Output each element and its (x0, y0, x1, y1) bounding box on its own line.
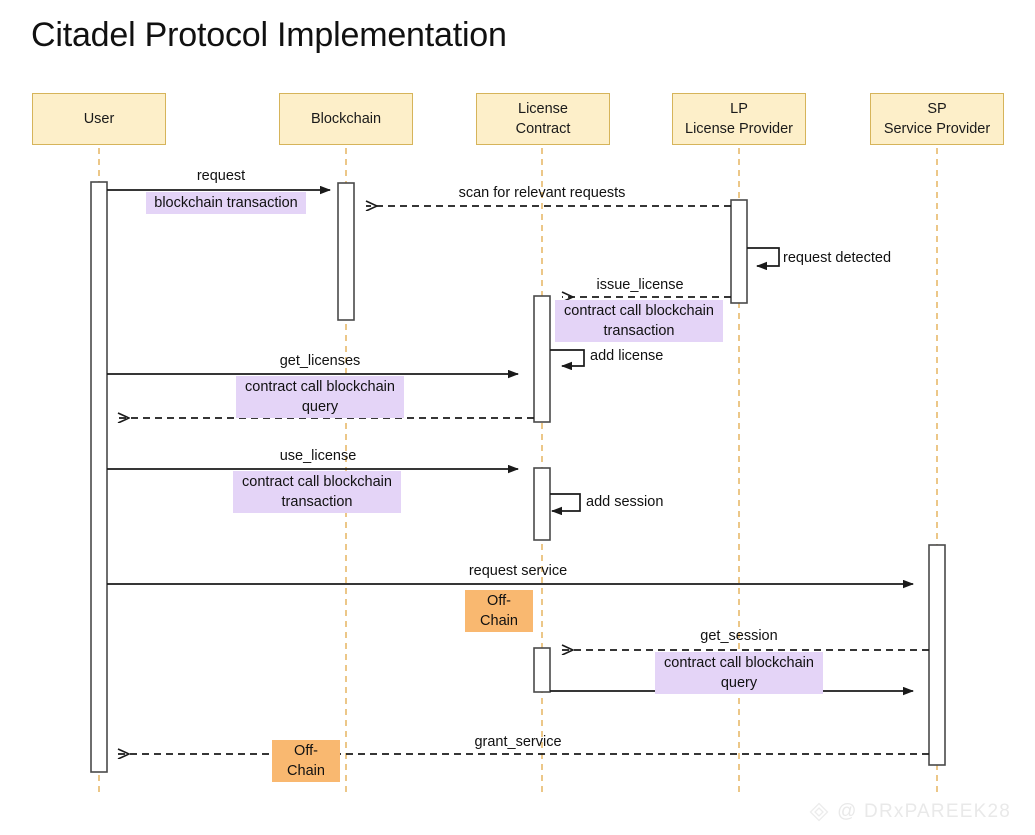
actor-blockchain-label: Blockchain (310, 111, 382, 127)
message-label-use-license: use_license (279, 448, 357, 464)
note-contract-call-query-2: contract call blockchain query (655, 652, 823, 694)
actor-license-provider-label-1: LP (730, 101, 748, 117)
actor-license-provider-label-2: License Provider (685, 121, 793, 137)
note-contract-call-transaction-1: contract call blockchain transaction (555, 300, 723, 342)
note-contract-call-query-1: contract call blockchain query (236, 376, 404, 418)
watermark: @ DRxPAREEK28 (808, 801, 1011, 823)
message-label-request-detected: request detected (783, 250, 892, 266)
actor-license-contract[interactable]: License Contract (476, 93, 610, 145)
actor-blockchain[interactable]: Blockchain (279, 93, 413, 145)
message-label-grant-service: grant_service (474, 734, 562, 750)
message-label-issue-license: issue_license (596, 277, 684, 293)
message-label-add-license: add license (590, 348, 664, 364)
message-label-request: request (196, 168, 246, 184)
message-label-get-session: get_session (700, 628, 778, 644)
note-off-chain-2: Off-Chain (272, 740, 340, 782)
note-blockchain-transaction-1: blockchain transaction (146, 192, 306, 214)
message-label-request-service: request service (468, 563, 568, 579)
page-title: Citadel Protocol Implementation (31, 16, 507, 54)
actor-service-provider-label-1: SP (927, 101, 947, 117)
note-off-chain-1: Off-Chain (465, 590, 533, 632)
note-contract-call-transaction-2: contract call blockchain transaction (233, 471, 401, 513)
watermark-handle: @ DRxPAREEK28 (837, 801, 1011, 822)
actor-service-provider[interactable]: SP Service Provider (870, 93, 1004, 145)
message-label-add-session: add session (586, 494, 664, 510)
diamond-icon (808, 801, 830, 823)
message-label-get-licenses: get_licenses (279, 353, 361, 369)
message-label-scan-for-relevant-requests: scan for relevant requests (458, 185, 626, 201)
actor-license-contract-label-1: License (518, 101, 568, 117)
actor-license-provider[interactable]: LP License Provider (672, 93, 806, 145)
actor-user[interactable]: User (32, 93, 166, 145)
actor-user-label: User (83, 111, 115, 127)
actor-service-provider-label-2: Service Provider (883, 121, 991, 137)
actor-license-contract-label-2: Contract (515, 121, 571, 137)
